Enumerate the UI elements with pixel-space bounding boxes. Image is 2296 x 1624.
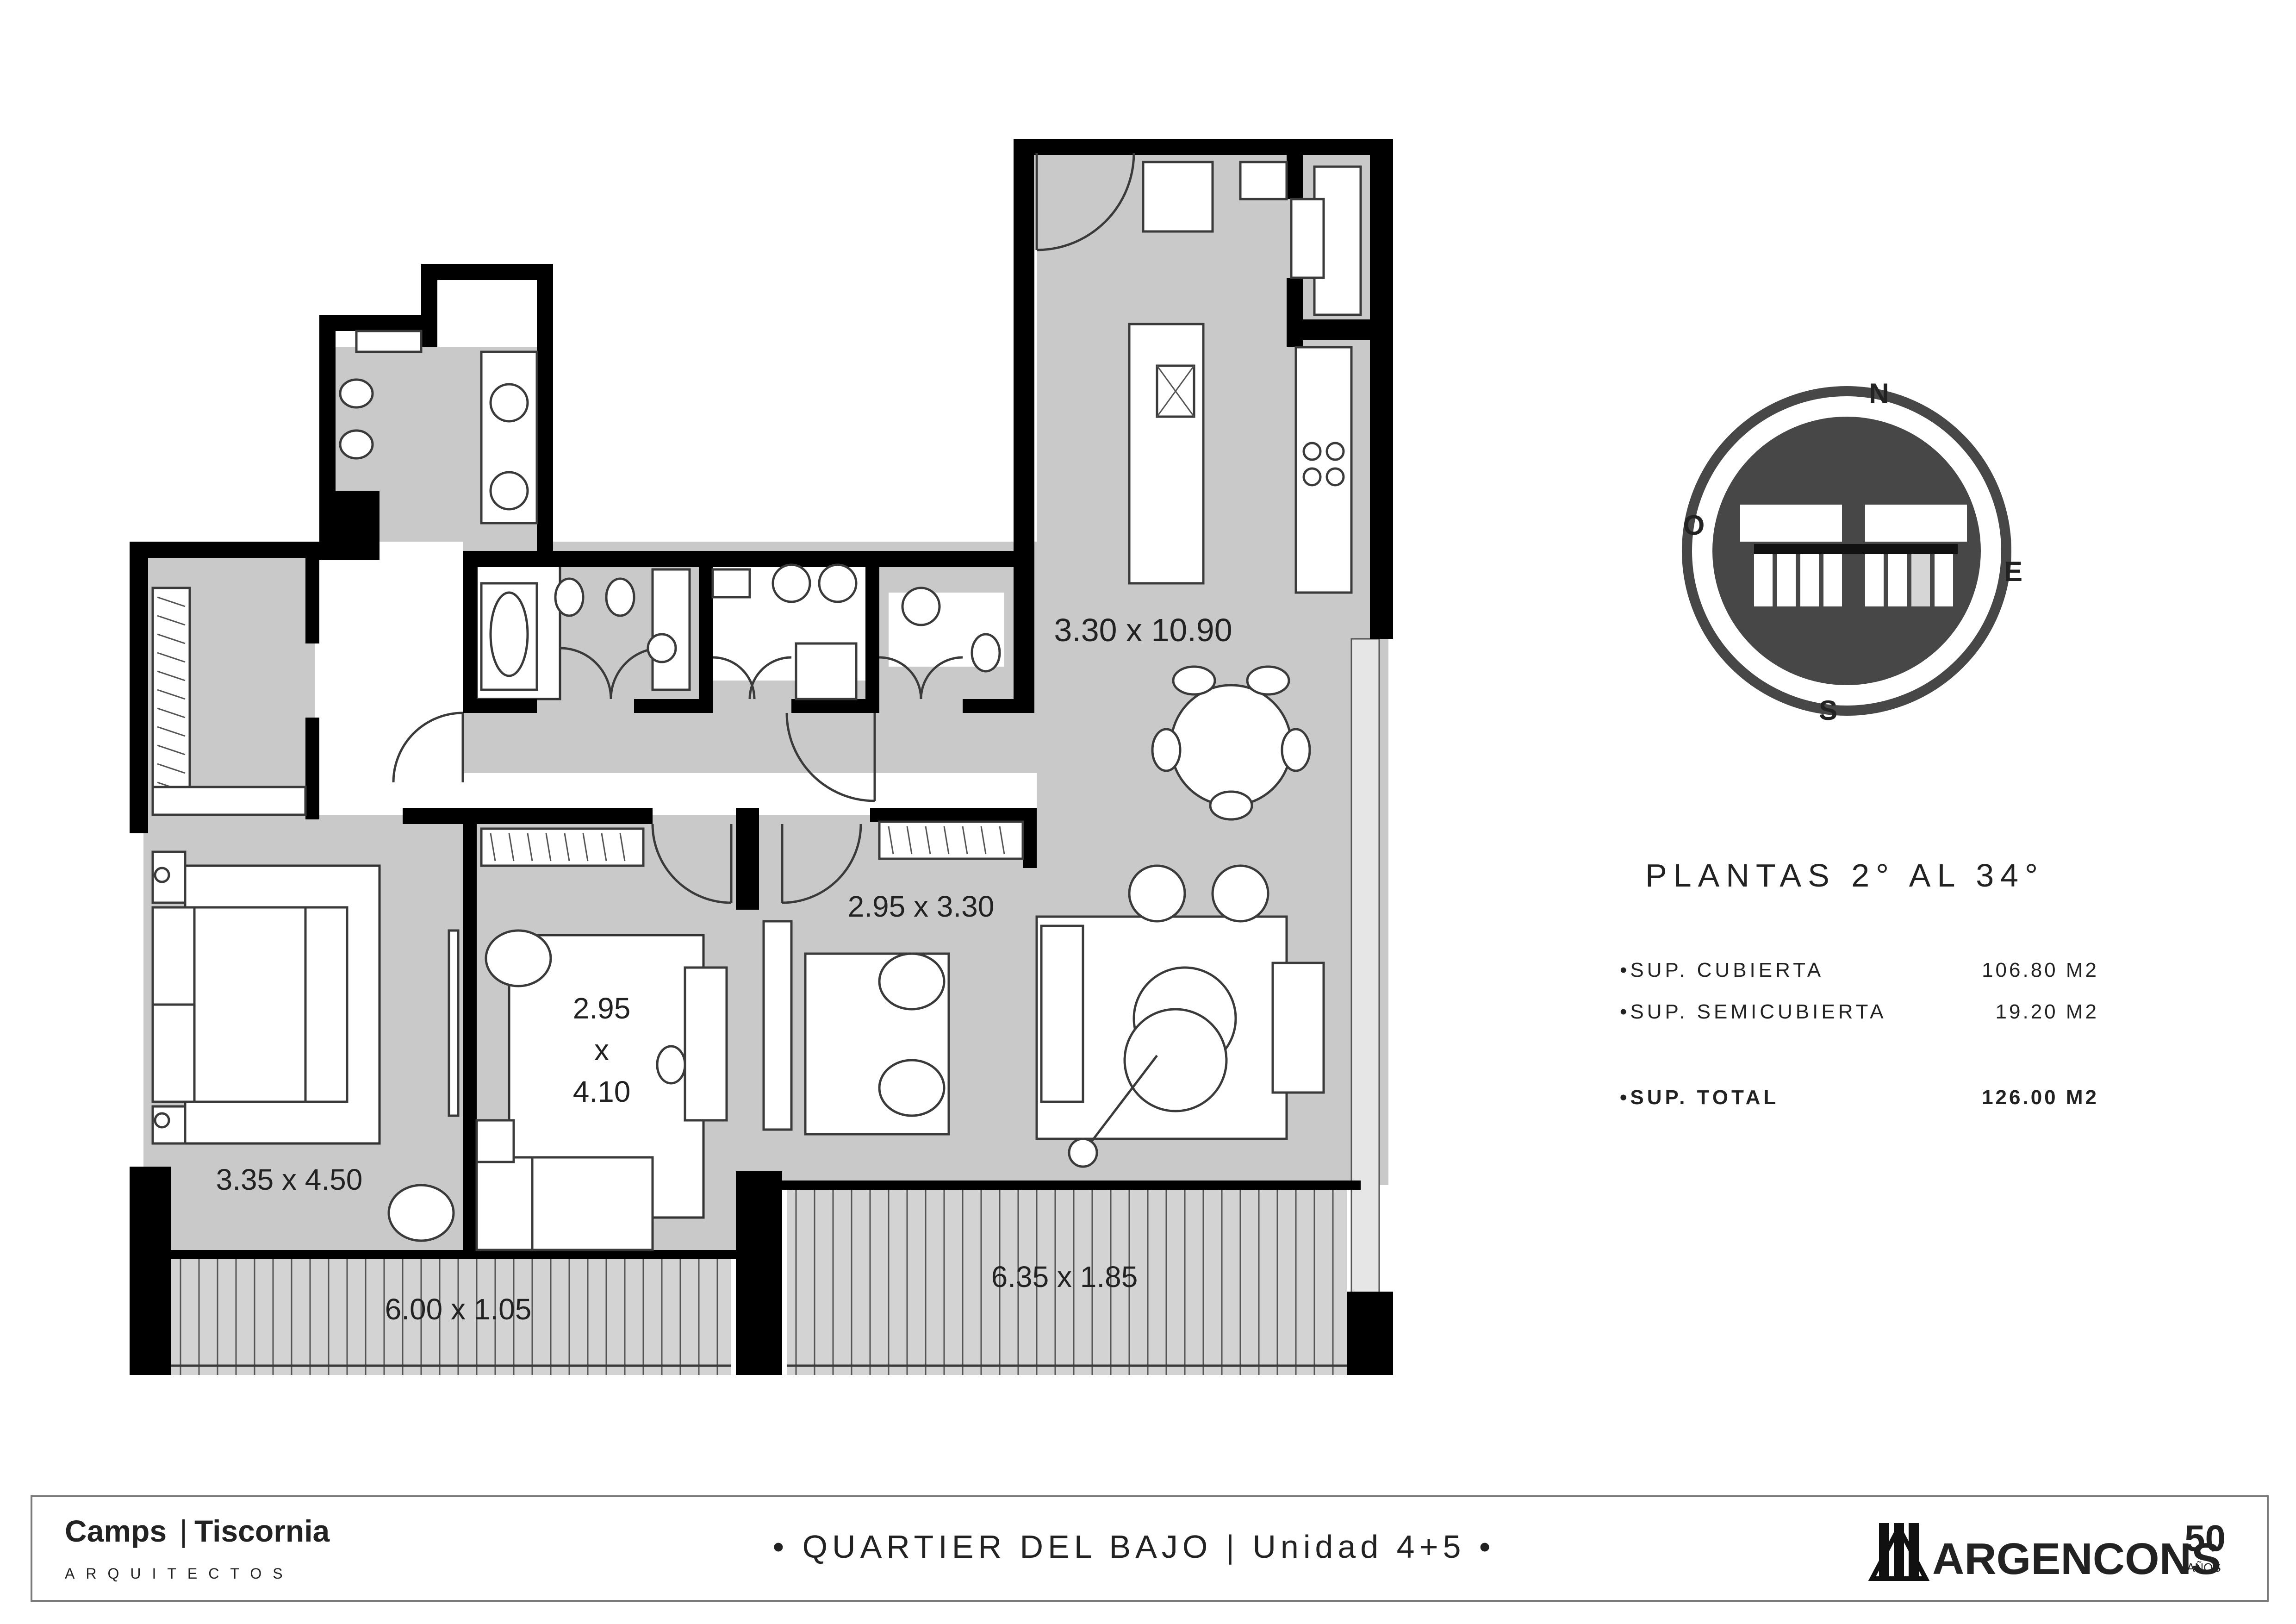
footer-brand-right: ARGENCONS: [1932, 1534, 2221, 1584]
walls: [130, 139, 1393, 1375]
room-label-master: 3.35 x 4.50: [216, 1163, 363, 1196]
living: [762, 864, 1325, 1168]
summary-title: PLANTAS 2° AL 34°: [1645, 857, 2044, 893]
footer-brand-right-sub: AÑOS: [2187, 1561, 2221, 1574]
building-pictogram: [1740, 505, 1967, 606]
summary-row-2-value: 19.20 M2: [1996, 1000, 2099, 1023]
compass-north: N: [1869, 378, 1889, 409]
footer-brand-left-a: Camps: [65, 1514, 167, 1548]
footer-brand-left-b: Tiscornia: [194, 1514, 330, 1548]
summary-row-2-label: •SUP. SEMICUBIERTA: [1620, 1000, 1887, 1023]
bedrooms: [151, 850, 728, 1251]
compass-south: S: [1819, 695, 1837, 726]
compass-east: E: [2004, 556, 2022, 587]
compass: N S E O: [1682, 378, 2022, 726]
area-summary: PLANTAS 2° AL 34° •SUP. CUBIERTA 106.80 …: [1620, 857, 2099, 1109]
footer-brand-right-num: 50: [2184, 1518, 2226, 1559]
room-label-kitchen-living: 3.30 x 10.90: [1054, 612, 1232, 648]
compass-west: O: [1683, 510, 1705, 541]
summary-total-label: •SUP. TOTAL: [1620, 1086, 1779, 1109]
argencons-logo-icon: [1868, 1523, 1930, 1581]
room-label-bedroom2-line2: x: [594, 1033, 609, 1067]
kitchen: [1128, 161, 1362, 821]
bath-fixtures: [339, 330, 1001, 700]
footer-frame: [31, 1495, 2269, 1602]
summary-row-1-label: •SUP. CUBIERTA: [1620, 959, 1824, 981]
footer-brand-left-sep: |: [180, 1514, 187, 1548]
balcony-left: [171, 1259, 731, 1375]
room-label-balcony-left: 6.00 x 1.05: [385, 1293, 532, 1326]
room-label-bedroom2-line3: 4.10: [573, 1075, 631, 1108]
wardrobes: [151, 587, 1024, 867]
footer-center: • QUARTIER DEL BAJO | Unidad 4+5 •: [773, 1529, 1495, 1565]
balcony-right: [787, 638, 1380, 1375]
room-label-living-small: 2.95 x 3.30: [848, 890, 995, 923]
summary-total-value: 126.00 M2: [1982, 1086, 2099, 1109]
room-label-balcony-right: 6.35 x 1.85: [991, 1260, 1138, 1293]
room-label-bedroom2-line1: 2.95: [573, 992, 631, 1025]
doors: [392, 152, 1135, 904]
footer: Camps | Tiscornia ARQUITECTOS • QUARTIER…: [31, 1495, 2269, 1602]
floor-plan: 3.30 x 10.90 2.95 x 3.30 2.95 x 4.10 3.3…: [130, 139, 1393, 1375]
summary-row-1-value: 106.80 M2: [1982, 959, 2099, 981]
footer-brand-left-sub: ARQUITECTOS: [65, 1565, 294, 1582]
